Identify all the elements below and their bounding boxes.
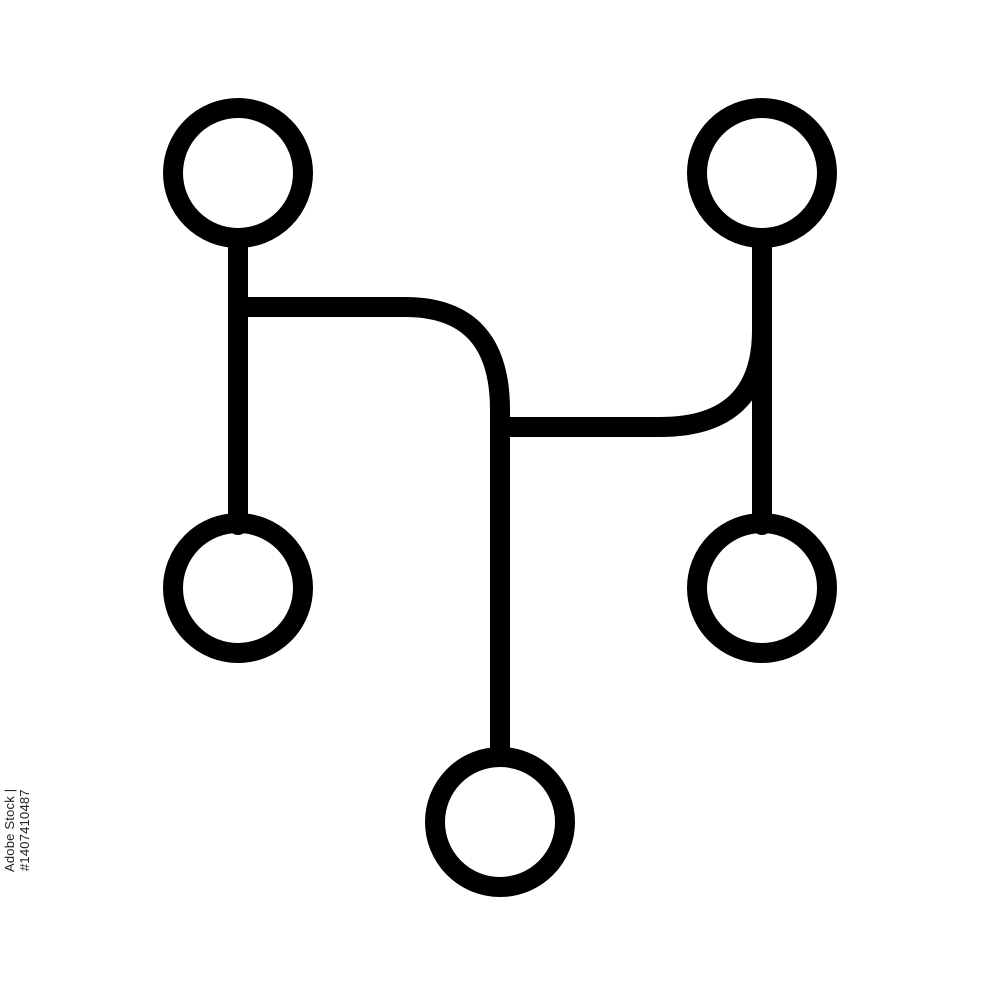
node-bottom-right	[687, 513, 837, 663]
node-top-right	[687, 98, 837, 248]
stock-asset-id-text: Adobe Stock | #1407410487	[2, 788, 32, 872]
node-top-left	[163, 98, 313, 248]
center-to-right-branch	[490, 320, 772, 437]
node-bottom-left	[163, 513, 313, 663]
left-to-center-branch	[228, 297, 510, 760]
node-bottom-center	[425, 747, 575, 897]
